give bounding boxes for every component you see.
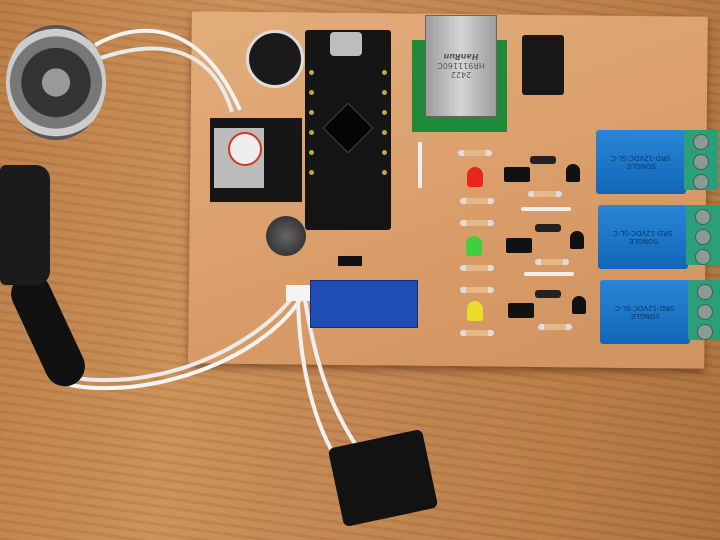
ethernet-model: HR911160C: [437, 61, 485, 71]
transistor: [572, 296, 586, 314]
resistor: [460, 265, 494, 271]
resistor: [460, 220, 494, 226]
pin-header: [338, 256, 362, 266]
dc-power-jack: [522, 35, 564, 95]
screw-terminal: [688, 280, 720, 340]
diode: [535, 290, 561, 298]
usb-c-port: [330, 32, 362, 56]
relay-model: SRD-12VDC-SL-C: [615, 304, 675, 312]
diode: [530, 156, 556, 164]
transistor: [570, 231, 584, 249]
microphone-module: [246, 30, 304, 88]
capacitor: [266, 216, 306, 256]
resistor: [528, 191, 562, 197]
relay-model: SRD-12VDC-SL-C: [613, 229, 673, 237]
optocoupler: [506, 238, 532, 253]
optocoupler: [508, 303, 534, 318]
screw-terminal: [684, 130, 718, 190]
resistor: [460, 198, 494, 204]
jumper-wire: [524, 272, 574, 276]
diode: [535, 224, 561, 232]
led-yellow: [467, 301, 483, 321]
jumper-wire: [521, 207, 571, 211]
resistor: [458, 150, 492, 156]
relay-brand: SONGLE: [628, 237, 658, 245]
led-red: [467, 167, 483, 187]
jumper-wire: [418, 142, 422, 188]
relay-brand: SONGLE: [626, 162, 656, 170]
ethernet-code: 2422: [450, 70, 472, 80]
led-green: [466, 236, 482, 256]
usb-plug: [0, 165, 50, 285]
optocoupler: [504, 167, 530, 182]
resistor: [460, 330, 494, 336]
speaker: [6, 25, 106, 140]
relay-brand: SONGLE: [630, 312, 660, 320]
resistor: [538, 324, 572, 330]
screw-terminal: [686, 205, 720, 265]
ethernet-jack: 2422 HR911160C HanRun: [425, 15, 497, 117]
resistor: [535, 259, 569, 265]
transistor: [566, 164, 580, 182]
resistor: [460, 287, 494, 293]
connector: [286, 285, 310, 301]
voltage-regulator-module: [310, 280, 418, 328]
relay-model: SRD-12VDC-SL-C: [611, 154, 671, 162]
module-sticker: [228, 132, 262, 166]
ethernet-brand: HanRun: [443, 52, 479, 62]
